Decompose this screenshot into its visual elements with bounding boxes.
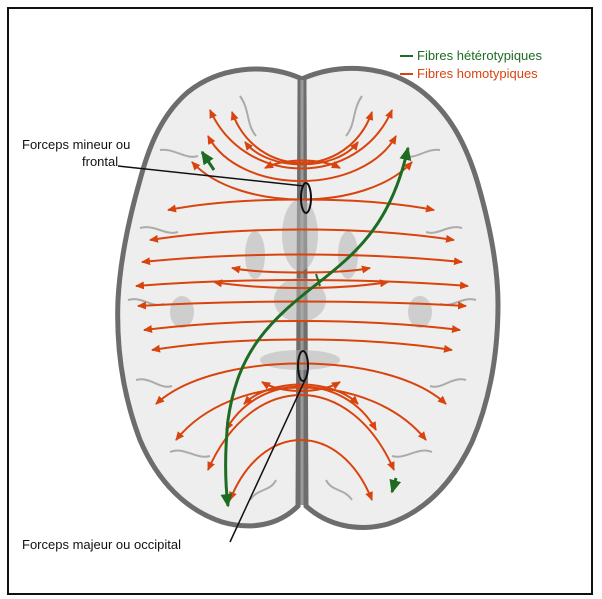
- right-hemisphere: [304, 68, 498, 527]
- legend-heterotypic-label: Fibres hétérotypiques: [417, 48, 542, 63]
- forceps-minor-label-line2: frontal: [82, 154, 118, 169]
- legend-homotypic-swatch: [400, 73, 413, 75]
- forceps-major-label: Forceps majeur ou occipital: [22, 537, 181, 552]
- brain-section: [118, 68, 498, 527]
- legend-heterotypic: Fibres hétérotypiques: [400, 48, 542, 63]
- legend-heterotypic-swatch: [400, 55, 413, 57]
- legend-homotypic-label: Fibres homotypiques: [417, 66, 538, 81]
- forceps-minor-label-line1: Forceps mineur ou: [22, 137, 130, 152]
- legend-homotypic: Fibres homotypiques: [400, 66, 538, 81]
